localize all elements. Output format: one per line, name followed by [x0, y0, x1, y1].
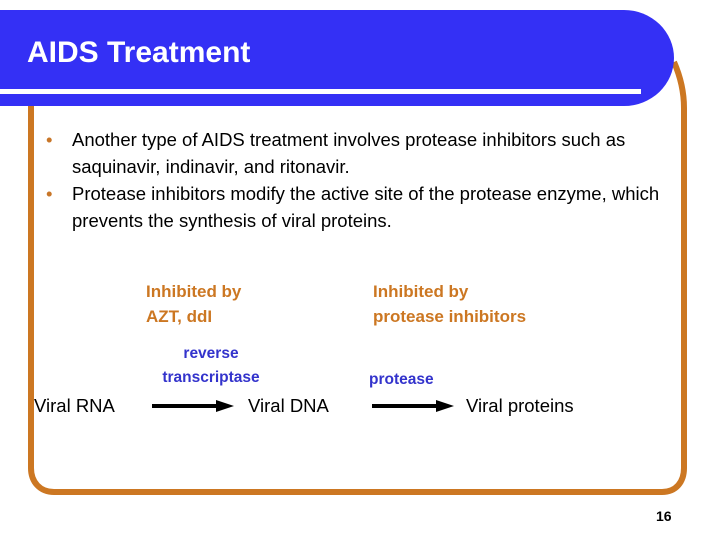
molecule-label-viral-dna: Viral DNA — [248, 395, 329, 416]
enzyme-label-protease: protease — [369, 371, 434, 388]
right-arrow-icon — [372, 400, 454, 412]
viral-replication-pathway-diagram: Inhibited by AZT, ddI Inhibited by prote… — [0, 276, 720, 426]
molecule-label-viral-proteins: Viral proteins — [466, 395, 574, 416]
title-underline-rule — [0, 89, 641, 94]
bullet-list: • Another type of AIDS treatment involve… — [44, 126, 674, 234]
page-title: AIDS Treatment — [27, 36, 251, 69]
enzyme-label-reverse-transcriptase: reverse transcriptase — [162, 345, 260, 386]
right-arrow-icon — [152, 400, 234, 412]
bullet-text: Another type of AIDS treatment involves … — [72, 129, 626, 177]
bullet-icon: • — [46, 183, 53, 204]
inhibitor-label-protease: Inhibited by protease inhibitors — [373, 282, 527, 326]
list-item: • Another type of AIDS treatment involve… — [44, 126, 674, 180]
molecule-label-viral-rna: Viral RNA — [34, 395, 115, 416]
list-item: • Protease inhibitors modify the active … — [44, 180, 674, 234]
inhibitor-label-reverse-transcriptase: Inhibited by AZT, ddI — [146, 282, 242, 326]
slide-number: 16 — [656, 508, 672, 524]
bullet-icon: • — [46, 129, 53, 150]
bullet-text: Protease inhibitors modify the active si… — [72, 183, 660, 231]
